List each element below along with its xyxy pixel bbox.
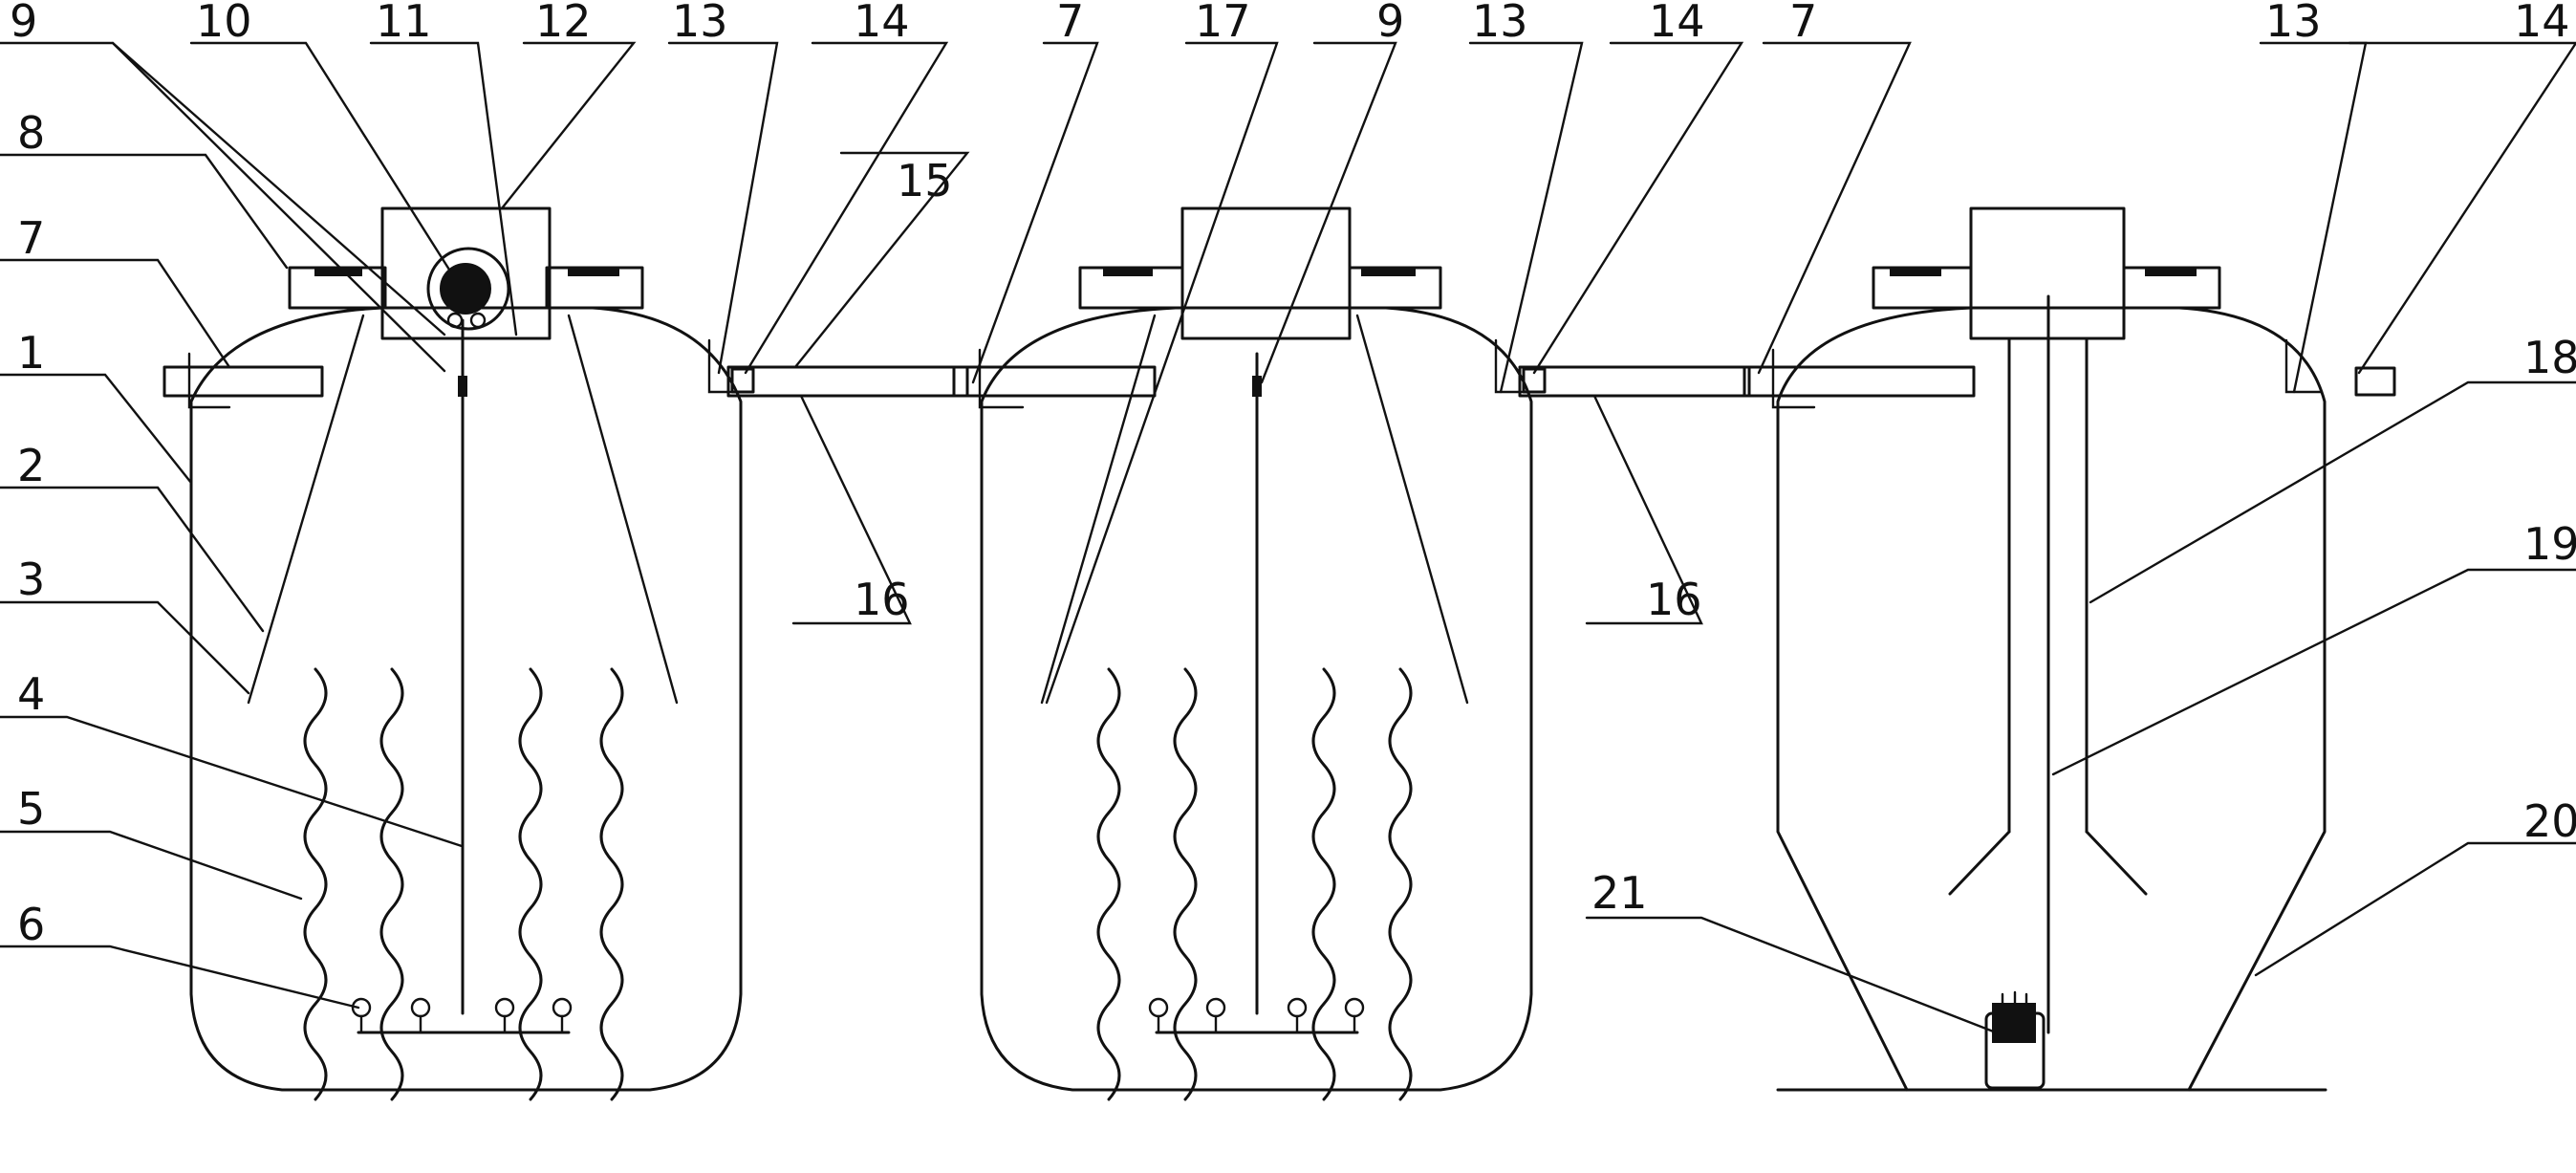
biofilm-carrier-1 — [303, 667, 328, 1101]
tank-3-inlet-baffle — [1771, 348, 1816, 409]
biofilm-carriers — [303, 667, 1413, 1101]
label-12: 12 — [535, 0, 592, 47]
connecting-pipe-1 — [726, 365, 969, 398]
tank-2-diffuser-3 — [1287, 997, 1308, 1018]
blower-foot-right — [469, 312, 487, 329]
label-8: 8 — [17, 107, 45, 159]
tank-3-outlet-baffle — [2284, 338, 2323, 394]
guide-tube-right-flare — [2085, 830, 2148, 896]
tank-2-inlet-baffle — [978, 348, 1025, 409]
label-13-a: 13 — [672, 0, 728, 47]
label-15: 15 — [897, 155, 953, 206]
label-10: 10 — [196, 0, 252, 47]
blower-fan-icon — [440, 263, 491, 315]
label-19: 19 — [2523, 518, 2576, 570]
tank-2-diffuser-4 — [1344, 997, 1365, 1018]
label-14-b: 14 — [1649, 0, 1705, 47]
tank-1-diffuser-3 — [494, 997, 515, 1018]
label-7-c: 7 — [1789, 0, 1817, 47]
label-3: 3 — [17, 554, 45, 605]
label-13-b: 13 — [1472, 0, 1528, 47]
part-number-labels: 9 10 11 12 13 14 7 17 9 13 14 7 13 14 8 … — [10, 0, 2576, 950]
label-16-a: 16 — [854, 574, 910, 625]
tank-1 — [162, 206, 743, 1092]
biofilm-carrier-7 — [1311, 667, 1336, 1101]
tank-2-body — [980, 306, 1533, 1092]
biofilm-carrier-8 — [1388, 667, 1413, 1101]
tank-1-manhole-left-plate — [314, 267, 362, 276]
label-6: 6 — [17, 899, 45, 950]
outlet-fitting-2 — [1522, 367, 1547, 394]
label-1: 1 — [17, 327, 45, 379]
blower-foot-left — [446, 312, 464, 329]
tank-3-manhole-left-plate — [1890, 267, 1941, 276]
label-4: 4 — [17, 668, 45, 720]
tank-3-outlet-pipe — [2354, 366, 2396, 397]
tank-3-inlet-pipe — [1743, 365, 1976, 398]
tank-1-diffuser-4 — [552, 997, 573, 1018]
tank-2-manhole-left-plate — [1103, 267, 1153, 276]
tank-1-inlet-pipe — [162, 365, 324, 398]
tank-1-body — [189, 306, 743, 1092]
label-14-c: 14 — [2514, 0, 2570, 47]
tank-1-air-valve — [458, 376, 467, 397]
tank-3-manhole-right-plate — [2145, 267, 2197, 276]
tank-2-diffuser-1 — [1148, 997, 1169, 1018]
label-7-b: 7 — [1056, 0, 1084, 47]
label-13-c: 13 — [2265, 0, 2322, 47]
label-2: 2 — [17, 440, 45, 491]
tank-2-inlet-pipe — [952, 365, 1157, 398]
tank-1-inlet-baffle — [187, 352, 231, 409]
label-14-a: 14 — [854, 0, 910, 47]
biofilm-carrier-4 — [599, 667, 624, 1101]
tank-2-air-valve — [1252, 376, 1262, 397]
label-21: 21 — [1591, 867, 1648, 919]
tank-2-diffuser-2 — [1205, 997, 1226, 1018]
blower-icon — [426, 247, 510, 331]
tank-1-manhole-right-plate — [568, 267, 619, 276]
label-5: 5 — [17, 783, 45, 835]
submersible-pump-head — [1992, 1003, 2036, 1043]
biofilm-carrier-2 — [379, 667, 404, 1101]
tank-2 — [952, 206, 1533, 1092]
label-9-right: 9 — [1376, 0, 1404, 47]
tank-2-outlet-baffle — [1494, 338, 1529, 394]
label-17: 17 — [1195, 0, 1251, 47]
tank-2-manhole-right-plate — [1361, 267, 1416, 276]
tank-2-top-cap — [1180, 206, 1352, 340]
leader-lines — [0, 41, 2576, 1034]
label-16-b: 16 — [1646, 574, 1702, 625]
biofilm-carrier-6 — [1173, 667, 1198, 1101]
biofilm-carrier-3 — [518, 667, 543, 1101]
label-9-left: 9 — [10, 0, 37, 47]
tank-3 — [1743, 206, 2396, 1092]
tank-1-diffuser-2 — [410, 997, 431, 1018]
connecting-pipe-2 — [1518, 365, 1751, 398]
label-18: 18 — [2523, 332, 2576, 383]
tank-3-body — [1776, 306, 2327, 1092]
label-7-a: 7 — [17, 212, 45, 264]
label-11: 11 — [376, 0, 432, 47]
outlet-fitting-1 — [730, 367, 755, 394]
guide-tube-left-flare — [1948, 830, 2011, 896]
label-20: 20 — [2523, 795, 2576, 847]
biofilm-carrier-5 — [1096, 667, 1121, 1101]
